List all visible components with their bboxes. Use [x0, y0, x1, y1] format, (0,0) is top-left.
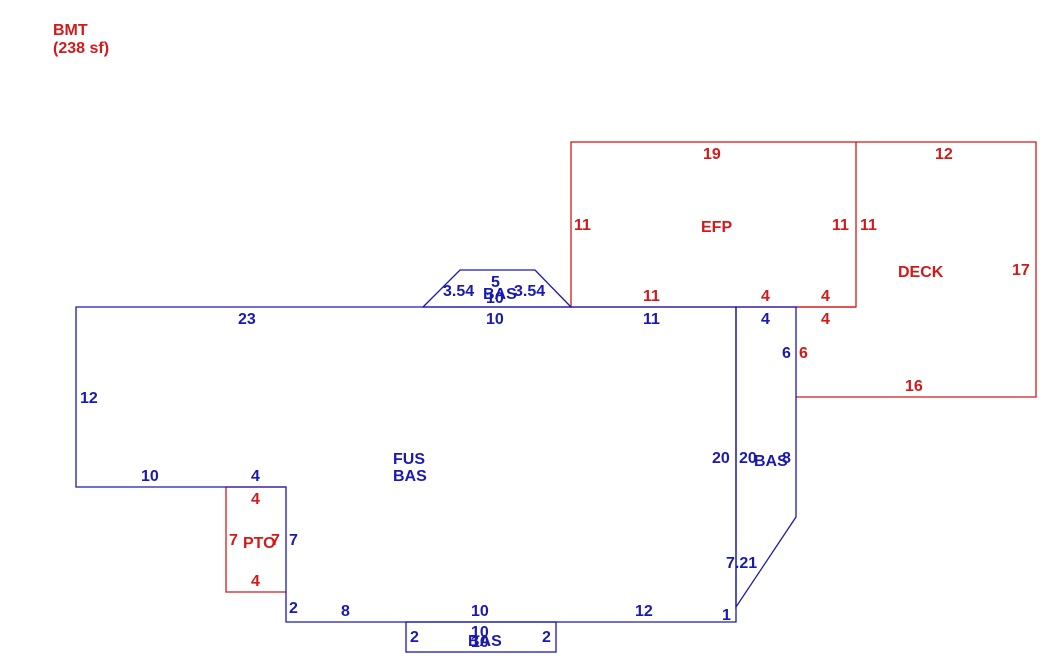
- dim-efp-bottom-right-a: 4: [761, 288, 770, 305]
- dim-deck-right: 17: [1012, 262, 1030, 279]
- dim-deck-top: 12: [935, 146, 953, 163]
- bas-right-outline: [735, 306, 797, 610]
- dim-pto-right: 7: [271, 532, 280, 549]
- dim-efp-top: 19: [703, 146, 721, 163]
- dim-main-top-left: 23: [238, 311, 256, 328]
- dim-main-bottom-left: 8: [341, 603, 350, 620]
- dim-right-right: 8: [782, 450, 791, 467]
- dim-main-right: 20: [712, 450, 730, 467]
- dim-efp-left: 11: [574, 217, 591, 234]
- sketch-header: BMT (238 sf): [53, 22, 109, 58]
- dim-deck-left: 11: [860, 217, 877, 234]
- dim-bottom-top: 10: [471, 624, 489, 641]
- dim-main-bottom-right: 12: [635, 603, 653, 620]
- dim-pto-top: 4: [251, 491, 260, 508]
- dim-deck-lower-left: 4: [821, 311, 830, 328]
- label-bas-main: BAS: [393, 468, 427, 485]
- dim-main-step-side: 7: [289, 532, 298, 549]
- label-bas-bottom: BAS: [468, 633, 502, 650]
- dim-main-top-mid: 10: [486, 311, 504, 328]
- dim-bump-bottom: 10: [486, 290, 504, 307]
- dim-right-diag: 7.21: [726, 555, 757, 572]
- label-fus: FUS: [393, 451, 425, 468]
- label-efp: EFP: [701, 219, 732, 236]
- bas-bottom-outline: [405, 621, 557, 653]
- dim-bottom-bottom: 10: [471, 634, 489, 651]
- label-bas-top: BAS: [483, 286, 517, 303]
- dim-pto-left: 7: [229, 532, 238, 549]
- dim-main-left: 12: [80, 390, 98, 407]
- dim-deck-bottom: 16: [905, 378, 923, 395]
- dim-bottom-right: 2: [542, 629, 551, 646]
- label-pto: PTO: [243, 535, 276, 552]
- dim-bump-right: 3.54: [514, 283, 545, 300]
- dim-bump-top: 5: [491, 274, 500, 291]
- dim-right-upper: 6: [782, 345, 791, 362]
- dim-main-step-bottom: 2: [289, 600, 298, 617]
- dim-main-bottom-mid: 10: [471, 603, 489, 620]
- dim-main-step-right-top: 4: [251, 468, 260, 485]
- dim-efp-right: 11: [832, 217, 849, 234]
- dim-bottom-left: 2: [410, 629, 419, 646]
- dim-pto-bottom: 4: [251, 573, 260, 590]
- dim-efp-bottom: 11: [643, 288, 660, 305]
- dim-right-top: 4: [761, 311, 770, 328]
- dim-right-left: 20: [739, 450, 757, 467]
- bas-top-bump-outline: [421, 269, 573, 308]
- sketch-name: BMT: [53, 22, 88, 39]
- label-bas-right: BAS: [754, 453, 788, 470]
- dim-main-top-right: 11: [643, 311, 660, 328]
- dim-main-step-top: 10: [141, 468, 159, 485]
- deck-outline: [796, 141, 1037, 398]
- sketch-area: (238 sf): [53, 40, 110, 57]
- dim-bump-left: 3.54: [443, 283, 474, 300]
- dim-efp-bottom-right-b: 4: [821, 288, 830, 305]
- dim-main-right-bottom: 1: [722, 607, 731, 624]
- label-deck: DECK: [898, 264, 944, 281]
- dim-deck-side: 6: [799, 345, 808, 362]
